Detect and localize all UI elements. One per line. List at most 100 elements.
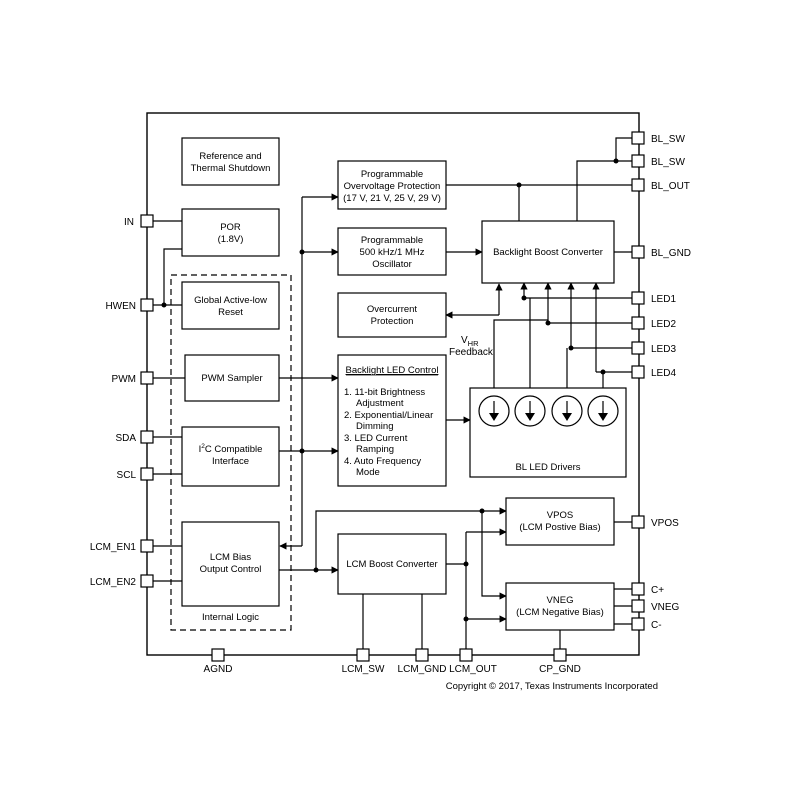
pin-led3: LED3 xyxy=(631,341,676,355)
bl-ctrl-item-3a: 3. LED Current xyxy=(344,433,408,444)
pin-label-led3: LED3 xyxy=(651,344,676,355)
block-pwm-sampler: PWM Sampler xyxy=(184,354,280,402)
pin-label-bl-sw-1: BL_SW xyxy=(651,134,685,145)
vneg-label-2: (LCM Negative Bias) xyxy=(516,607,604,618)
copyright-text: Copyright © 2017, Texas Instruments Inco… xyxy=(446,681,658,692)
pin-label-vneg: VNEG xyxy=(651,602,680,613)
pin-label-lcm-out: LCM_OUT xyxy=(449,664,497,675)
current-sinks xyxy=(478,395,619,427)
osc-label-1: Programmable xyxy=(361,235,423,246)
block-global-reset: Global Active-low Reset xyxy=(181,281,280,330)
osc-label-2: 500 kHz/1 MHz xyxy=(360,247,425,258)
block-backlight-boost: Backlight Boost Converter xyxy=(481,220,615,284)
pin-label-cminus: C- xyxy=(651,620,662,631)
block-por: POR (1.8V) xyxy=(181,208,280,257)
bl-ctrl-item-2b: Dimming xyxy=(356,421,393,432)
bl-ctrl-item-1b: Adjustment xyxy=(356,398,404,409)
lcm-boost-label: LCM Boost Converter xyxy=(346,559,437,570)
ovp-label-3: (17 V, 21 V, 25 V, 29 V) xyxy=(343,193,441,204)
ovp-label-2: Overvoltage Protection xyxy=(344,181,441,192)
pin-bl-sw-2: BL_SW xyxy=(631,154,685,168)
bl-ctrl-item-4a: 4. Auto Frequency xyxy=(344,456,421,467)
bl-ctrl-title: Backlight LED Control xyxy=(346,365,439,376)
pin-label-led4: LED4 xyxy=(651,368,676,379)
pin-cp-gnd: CP_GND xyxy=(539,648,581,675)
boost-label: Backlight Boost Converter xyxy=(493,247,603,258)
block-vneg: VNEG (LCM Negative Bias) xyxy=(505,582,615,631)
pin-label-in: IN xyxy=(124,217,134,228)
ref-label-1: Reference and xyxy=(199,151,261,162)
pin-label-hwen: HWEN xyxy=(105,301,136,312)
pin-label-lcm-sw: LCM_SW xyxy=(342,664,385,675)
junction-dots xyxy=(161,158,619,622)
i2c-label-2: Interface xyxy=(212,456,249,467)
pin-in: IN xyxy=(124,214,154,228)
pin-label-vpos: VPOS xyxy=(651,518,679,529)
pin-label-led2: LED2 xyxy=(651,319,676,330)
pin-lcm-en1: LCM_EN1 xyxy=(90,539,154,553)
pin-label-lcm-gnd: LCM_GND xyxy=(398,664,447,675)
pin-sda: SDA xyxy=(115,430,154,444)
block-i2c-interface: I2C Compatible Interface xyxy=(181,426,280,487)
pin-label-lcm-en1: LCM_EN1 xyxy=(90,542,137,553)
pin-agnd: AGND xyxy=(204,648,233,675)
pin-label-bl-sw-2: BL_SW xyxy=(651,157,685,168)
internal-logic-region xyxy=(170,274,292,631)
current-sink-2 xyxy=(514,395,546,427)
ocp-label-1: Overcurrent xyxy=(367,304,418,315)
pin-label-led1: LED1 xyxy=(651,294,676,305)
pin-bl-sw-1: BL_SW xyxy=(631,131,685,145)
reset-label-2: Reset xyxy=(218,307,243,318)
block-lcm-bias-control: LCM Bias Output Control xyxy=(181,521,280,607)
pin-led4: LED4 xyxy=(631,365,676,379)
pin-label-pwm: PWM xyxy=(112,374,136,385)
vneg-label-1: VNEG xyxy=(547,595,574,606)
vpos-label-1: VPOS xyxy=(547,510,573,521)
pin-led1: LED1 xyxy=(631,291,676,305)
osc-label-3: Oscillator xyxy=(372,259,412,270)
bl-ctrl-item-1a: 1. 11-bit Brightness xyxy=(344,387,425,398)
pin-cminus: C- xyxy=(631,617,662,631)
block-lcm-boost: LCM Boost Converter xyxy=(337,533,447,595)
por-label-2: (1.8V) xyxy=(218,234,244,245)
bl-ctrl-item-2a: 2. Exponential/Linear xyxy=(344,410,433,421)
led-drivers-label: BL LED Drivers xyxy=(515,462,580,473)
pin-hwen: HWEN xyxy=(105,298,154,312)
pin-lcm-out: LCM_OUT xyxy=(449,648,497,675)
ref-label-2: Thermal Shutdown xyxy=(191,163,271,174)
pin-led2: LED2 xyxy=(631,316,676,330)
lcm-bias-label-2: Output Control xyxy=(200,564,262,575)
pin-bl-out: BL_OUT xyxy=(631,178,690,192)
pwm-sampler-label: PWM Sampler xyxy=(201,373,262,384)
pin-pwm: PWM xyxy=(112,371,154,385)
block-reference-thermal: Reference and Thermal Shutdown xyxy=(181,137,280,186)
i2c-label-1: I2C Compatible xyxy=(199,443,263,455)
pin-vneg: VNEG xyxy=(631,599,680,613)
ovp-label-1: Programmable xyxy=(361,169,423,180)
internal-logic-label: Internal Logic xyxy=(202,612,259,623)
pin-label-sda: SDA xyxy=(115,433,136,444)
pin-lcm-sw: LCM_SW xyxy=(342,648,385,675)
lcm-bias-label-1: LCM Bias xyxy=(210,552,251,563)
pin-vpos: VPOS xyxy=(631,515,679,529)
vhr-feedback-label: Feedback xyxy=(449,347,494,358)
current-sink-1 xyxy=(478,395,510,427)
vhr-label: VHR xyxy=(461,335,479,348)
block-oscillator: Programmable 500 kHz/1 MHz Oscillator xyxy=(337,227,447,276)
reset-label-1: Global Active-low xyxy=(194,295,267,306)
vpos-label-2: (LCM Postive Bias) xyxy=(519,522,600,533)
current-sink-3 xyxy=(551,395,583,427)
pin-bl-gnd: BL_GND xyxy=(631,245,691,259)
block-backlight-led-control: Backlight LED Control 1. 11-bit Brightne… xyxy=(337,354,447,487)
pin-lcm-en2: LCM_EN2 xyxy=(90,574,154,588)
pin-label-bl-gnd: BL_GND xyxy=(651,248,691,259)
bl-ctrl-item-4b: Mode xyxy=(356,467,380,478)
pin-label-agnd: AGND xyxy=(204,664,233,675)
pin-lcm-gnd: LCM_GND xyxy=(398,648,447,675)
ocp-label-2: Protection xyxy=(371,316,414,327)
pin-label-lcm-en2: LCM_EN2 xyxy=(90,577,137,588)
block-ovp: Programmable Overvoltage Protection (17 … xyxy=(337,160,447,210)
pin-label-cp-gnd: CP_GND xyxy=(539,664,581,675)
por-label-1: POR xyxy=(220,222,241,233)
